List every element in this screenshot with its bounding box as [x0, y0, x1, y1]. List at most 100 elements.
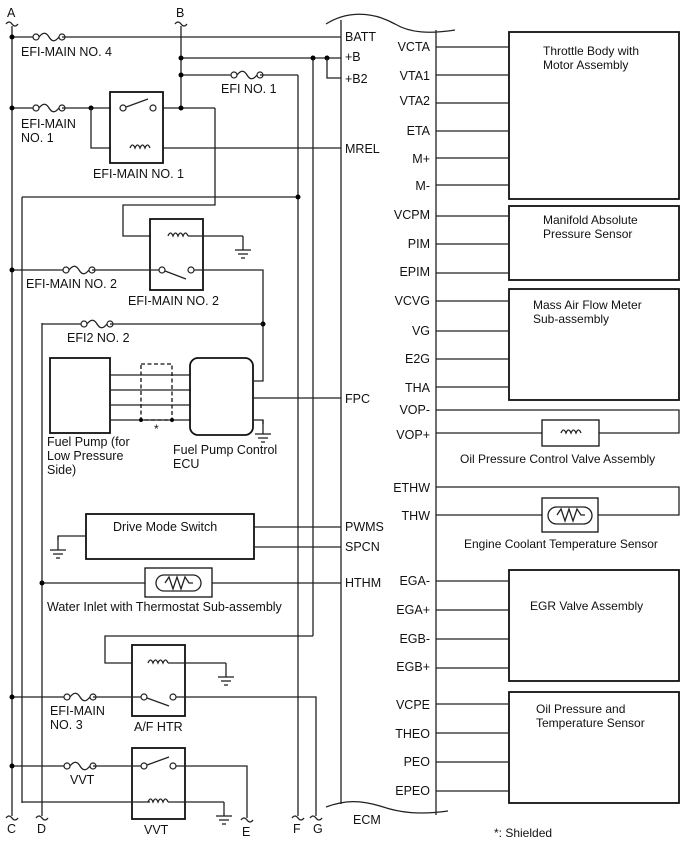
maf-label-2: Sub-assembly — [533, 312, 609, 326]
fuse-efi-main-4-label: EFI-MAIN NO. 4 — [21, 45, 112, 59]
egr-label: EGR Valve Assembly — [530, 599, 643, 613]
pin-vg: VG — [412, 324, 430, 338]
pin-e2g: E2G — [405, 352, 430, 366]
pin-mrel: MREL — [345, 142, 380, 156]
batt-circuit — [9, 32, 341, 42]
engine-coolant-temp-sensor — [436, 486, 680, 533]
pin-m-plus: M+ — [412, 152, 430, 166]
fuel-pump-label-1: Fuel Pump (for — [47, 435, 130, 449]
ecm-right-pins: VCTA VTA1 VTA2 ETA M+ M- VCPM PIM EPIM V… — [393, 40, 430, 798]
water-inlet-label: Water Inlet with Thermostat Sub-assembly — [47, 600, 283, 614]
pin-spcn: SPCN — [345, 540, 380, 554]
fuse-efi2-no-2-label: EFI2 NO. 2 — [67, 331, 130, 345]
fuse-efi-main-1-label-1: EFI-MAIN — [21, 117, 76, 131]
pin-vcta: VCTA — [398, 40, 431, 54]
fp-ecu-label-2: ECU — [173, 457, 199, 471]
pin-plus-b2: +B2 — [345, 72, 368, 86]
pin-epim: EPIM — [399, 265, 430, 279]
oil-pressure-temp-sensor — [436, 691, 680, 804]
water-inlet-thermistor — [39, 567, 341, 598]
drive-mode-switch-label: Drive Mode Switch — [113, 520, 217, 534]
pin-vcpe: VCPE — [396, 698, 430, 712]
pin-ega-plus: EGA+ — [396, 603, 430, 617]
maf-meter — [436, 288, 680, 401]
opt-label-1: Oil Pressure and — [536, 702, 625, 716]
fuel-pump — [49, 357, 111, 434]
throttle-body — [436, 31, 680, 200]
pin-vta1: VTA1 — [400, 69, 430, 83]
pin-pwms: PWMS — [345, 520, 384, 534]
pin-vop-minus: VOP- — [399, 403, 430, 417]
pin-fpc: FPC — [345, 392, 370, 406]
connector-b-label: B — [176, 6, 184, 20]
ocv-label: Oil Pressure Control Valve Assembly — [460, 452, 655, 466]
shielded-legend: *: Shielded — [494, 826, 552, 840]
pin-batt: BATT — [345, 30, 376, 44]
fuel-pump-label-2: Low Pressure — [47, 449, 123, 463]
oil-pressure-control-valve — [436, 409, 680, 447]
pin-tha: THA — [405, 381, 431, 395]
efi2-no-2-circuit — [42, 319, 263, 329]
fuel-pump-label-3: Side) — [47, 463, 76, 477]
map-sensor — [436, 205, 680, 281]
pin-vcpm: VCPM — [394, 208, 430, 222]
connector-a-label: A — [7, 6, 16, 20]
fuse-efi-main-3-label-1: EFI-MAIN — [50, 704, 105, 718]
efi-main-2-circuit — [9, 265, 266, 382]
pin-vop-plus: VOP+ — [396, 428, 430, 442]
fuse-efi-main-1-label-2: NO. 1 — [21, 131, 54, 145]
connector-f-label: F — [293, 822, 301, 836]
relay-vvt-label: VVT — [144, 823, 169, 837]
ect-label: Engine Coolant Temperature Sensor — [464, 537, 658, 551]
pin-theo: THEO — [395, 727, 430, 741]
pin-hthm: HTHM — [345, 576, 381, 590]
map-label-1: Manifold Absolute — [543, 213, 638, 227]
egr-valve — [436, 569, 680, 682]
relay-af-htr-label: A/F HTR — [134, 720, 183, 734]
relay-efi-main-2-label: EFI-MAIN NO. 2 — [128, 294, 219, 308]
efi-main-1-circuit — [9, 103, 341, 237]
relay-efi-main-1-label: EFI-MAIN NO. 1 — [93, 167, 184, 181]
relay-efi-main-2 — [149, 218, 252, 291]
pin-epeo: EPEO — [395, 784, 430, 798]
throttle-label-2: Motor Assembly — [543, 58, 628, 72]
pin-ethw: ETHW — [393, 481, 430, 495]
ecm-label: ECM — [353, 813, 381, 827]
pin-thw: THW — [402, 509, 431, 523]
relay-af-htr — [104, 635, 313, 717]
fuse-efi-main-3-label-2: NO. 3 — [50, 718, 83, 732]
pin-peo: PEO — [404, 755, 431, 769]
pin-vcvg: VCVG — [395, 294, 430, 308]
fuse-efi-no-1-label: EFI NO. 1 — [221, 82, 277, 96]
maf-label-1: Mass Air Flow Meter — [533, 298, 642, 312]
ecm-body — [325, 13, 456, 815]
pin-pim: PIM — [408, 237, 430, 251]
relay-efi-main-1 — [109, 91, 164, 164]
pin-ega-minus: EGA- — [399, 574, 430, 588]
pin-vta2: VTA2 — [400, 94, 430, 108]
relay-vvt — [22, 747, 233, 825]
opt-label-2: Temperature Sensor — [536, 716, 645, 730]
fuel-pump-harness — [110, 363, 190, 422]
connector-g-label: G — [313, 822, 323, 836]
pin-egb-minus: EGB- — [399, 632, 430, 646]
connector-c-label: C — [7, 822, 16, 836]
shield-mark: * — [154, 422, 159, 436]
fuse-efi-main-2-label: EFI-MAIN NO. 2 — [26, 277, 117, 291]
pin-m-minus: M- — [415, 179, 430, 193]
connector-e-label: E — [242, 825, 250, 839]
fp-ecu-label-1: Fuel Pump Control — [173, 443, 277, 457]
plus-b-circuit — [178, 55, 341, 80]
ecm-left-pins: BATT +B +B2 MREL FPC PWMS SPCN HTHM — [345, 30, 384, 590]
drive-mode-switch — [49, 513, 341, 560]
pin-egb-plus: EGB+ — [396, 660, 430, 674]
connector-d-label: D — [37, 822, 46, 836]
throttle-label-1: Throttle Body with — [543, 44, 639, 58]
pin-eta: ETA — [407, 124, 431, 138]
fuel-pump-control-ecu — [189, 357, 341, 443]
vvt-circuit — [9, 761, 248, 818]
efi-main-3-circuit — [9, 692, 317, 816]
map-label-2: Pressure Sensor — [543, 227, 632, 241]
mrel-feed — [22, 194, 301, 200]
